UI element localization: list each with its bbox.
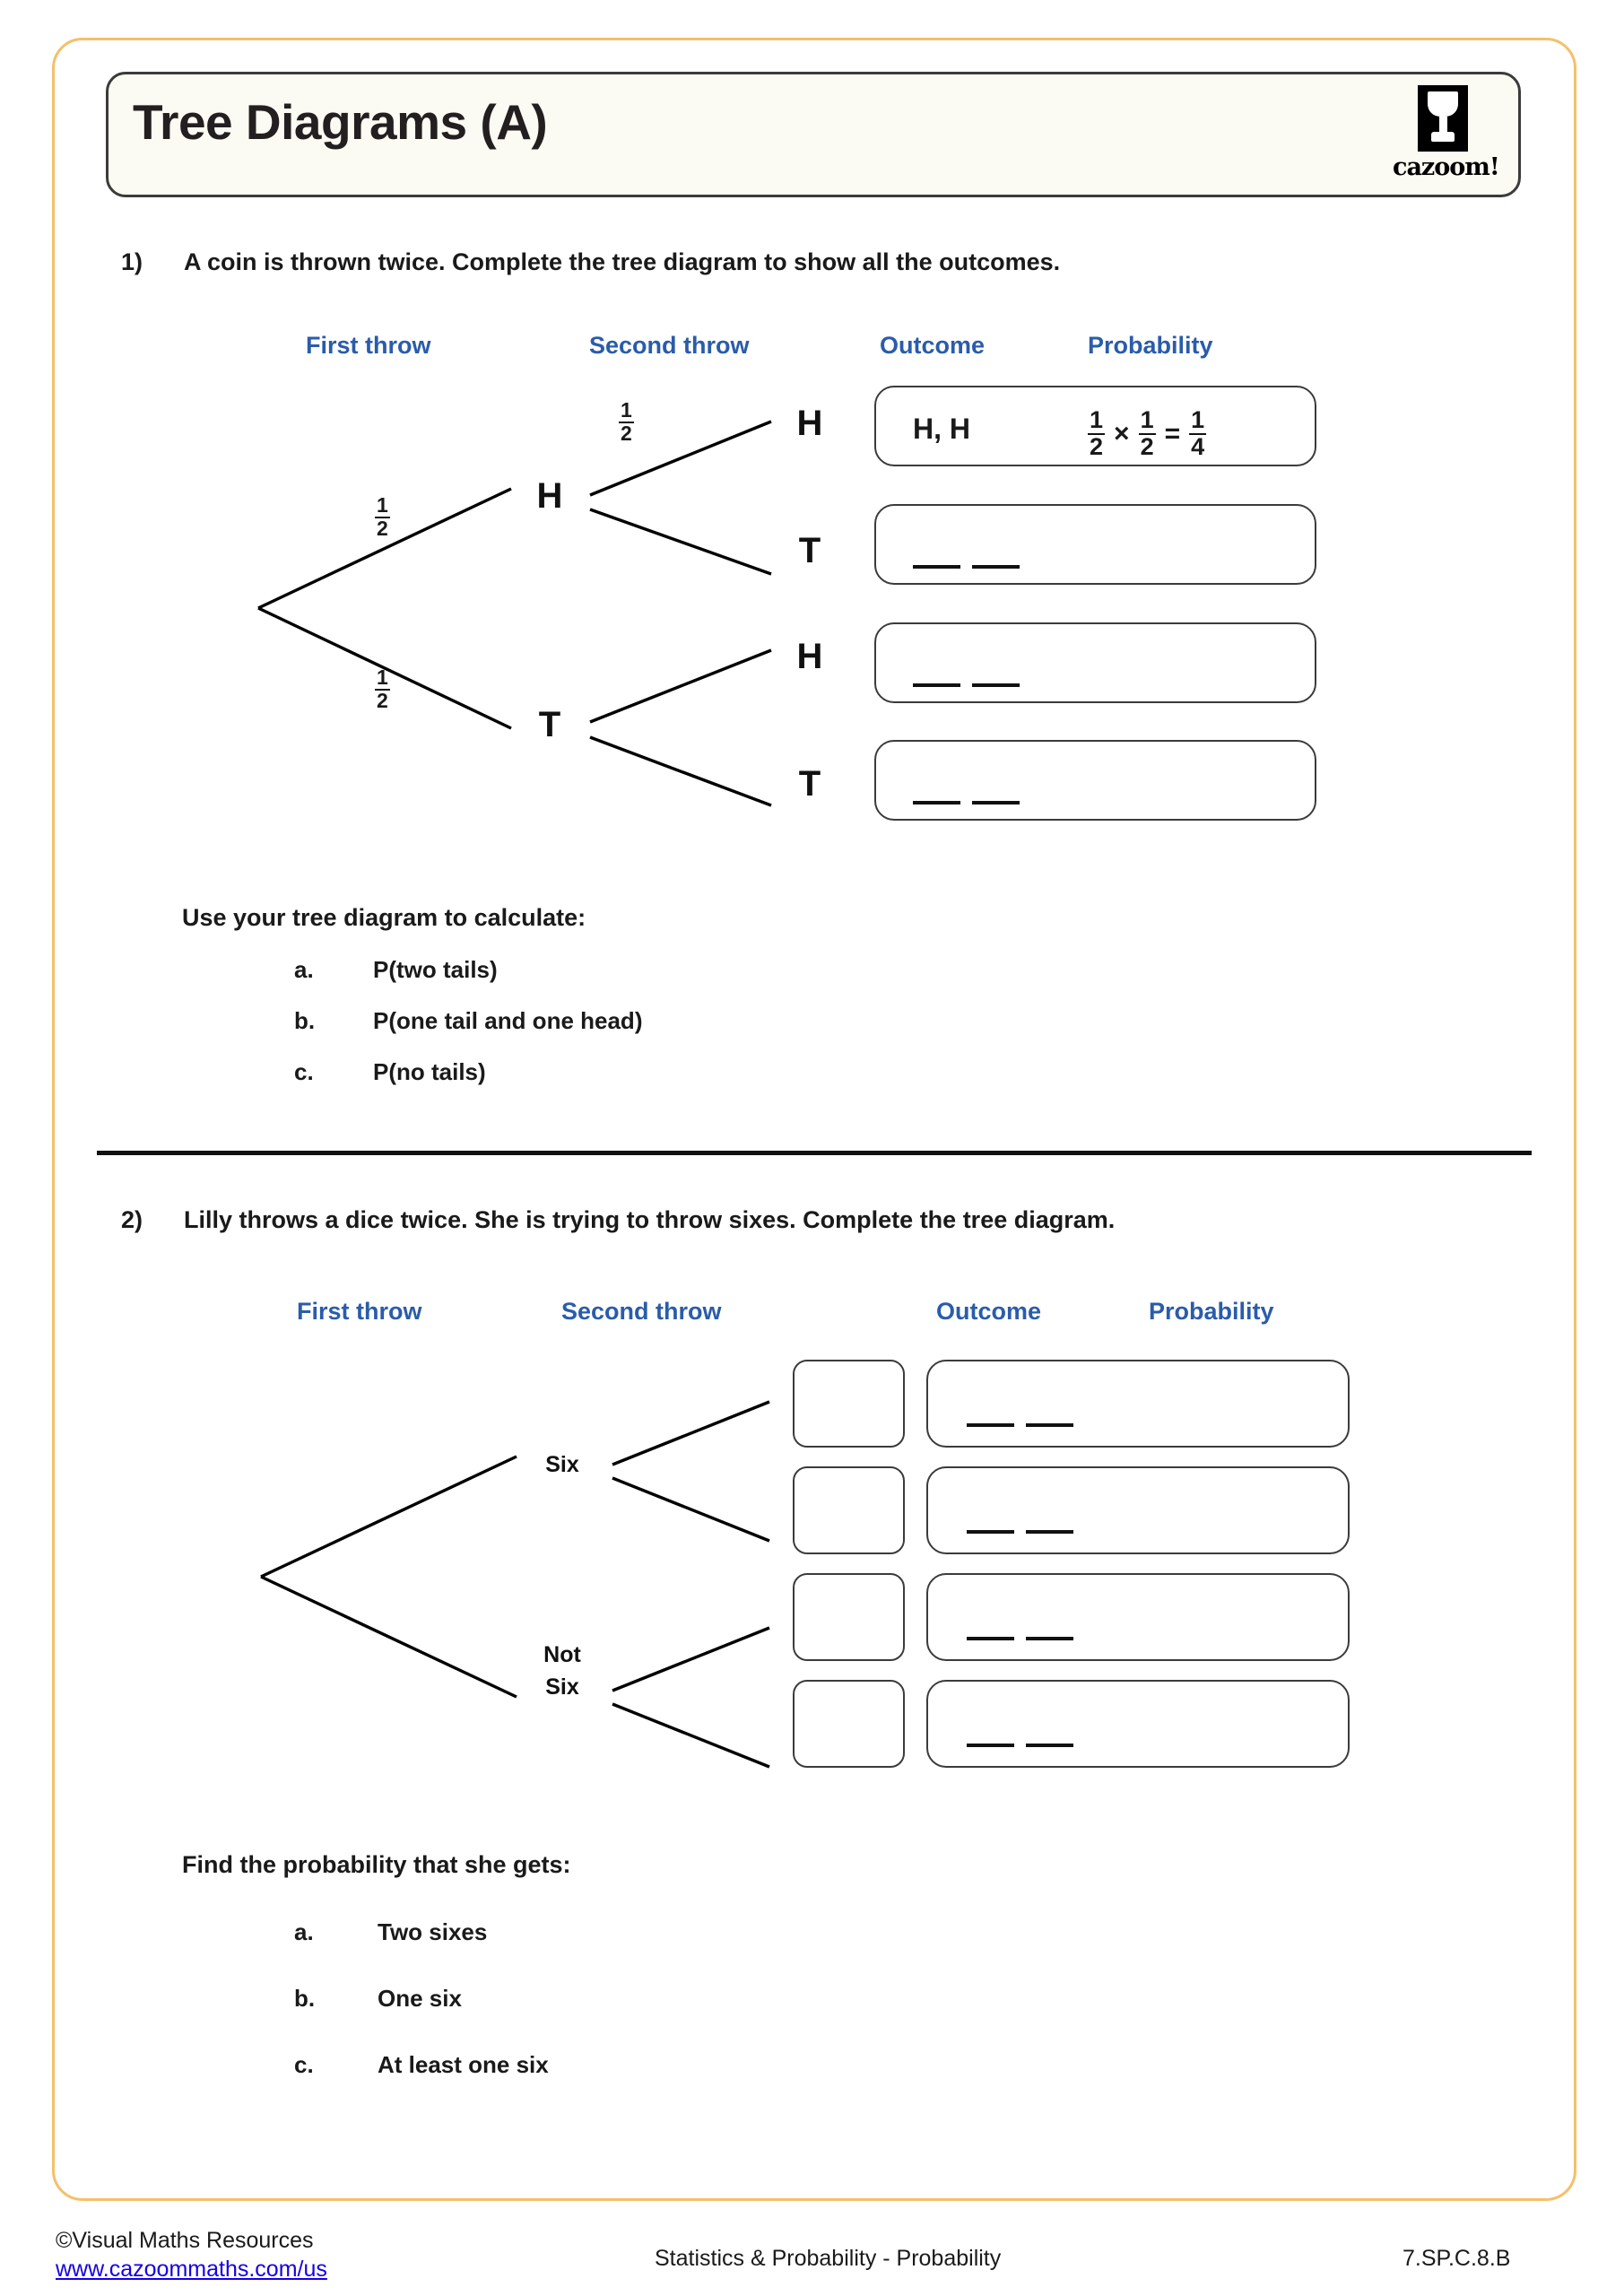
q2-part-a-text: Two sixes (378, 1918, 488, 1945)
q1-outcome-1: H, H (913, 413, 970, 445)
q2-column-outcome: Outcome (936, 1298, 1042, 1325)
q1-frac-den: 2 (375, 689, 390, 712)
calc-a-den: 2 (1088, 433, 1106, 460)
q1-node-second-t2: T (798, 764, 821, 804)
equals-symbol: = (1164, 418, 1181, 448)
q1-node-first-h: H (536, 476, 563, 516)
q1-probability-box-2[interactable] (874, 504, 1316, 585)
q1-node-second-t1: T (798, 531, 821, 570)
q1-part-c-text: P(no tails) (373, 1058, 486, 1085)
q1-node-second-h1: H (796, 404, 823, 443)
q2-answer-lines-1 (967, 1423, 1073, 1427)
q1-frac-num: 1 (621, 398, 632, 422)
q2-subhead: Find the probability that she gets: (182, 1851, 571, 1878)
q1-part-a-text: P(two tails) (373, 956, 498, 983)
q1-answer-lines-3 (913, 683, 1020, 687)
calc-b-den: 2 (1138, 433, 1156, 460)
q1-frac-den: 2 (619, 422, 634, 445)
page-title: Tree Diagrams (A) (133, 94, 548, 150)
calc-b-num: 1 (1140, 406, 1154, 433)
q1-frac-den: 2 (375, 517, 390, 540)
q2-probability-box-2[interactable] (926, 1466, 1350, 1554)
q2-probability-box-3[interactable] (926, 1573, 1350, 1661)
q1-answer-lines-4 (913, 801, 1020, 804)
q2-answer-lines-4 (967, 1744, 1073, 1747)
q1-probability-box-1[interactable] (874, 386, 1316, 466)
q2-answer-lines-3 (967, 1637, 1073, 1640)
q1-probability-box-3[interactable] (874, 622, 1316, 703)
footer-standard-code: 7.SP.C.8.B (1403, 2246, 1511, 2271)
q1-answer-lines-2 (913, 565, 1020, 569)
question-2-prompt: Lilly throws a dice twice. She is trying… (184, 1206, 1116, 1233)
q2-outcome-box-4[interactable] (793, 1680, 905, 1768)
q2-outcome-box-2[interactable] (793, 1466, 905, 1554)
q1-part-b-letter: b. (294, 1007, 316, 1034)
footer-topic: Statistics & Probability - Probability (655, 2246, 1002, 2271)
q2-answer-lines-2 (967, 1530, 1073, 1534)
q2-part-c-text: At least one six (378, 2051, 549, 2078)
q2-part-b-text: One six (378, 1985, 462, 2012)
q2-outcome-box-3[interactable] (793, 1573, 905, 1661)
footer-copyright: ©Visual Maths Resources (56, 2228, 314, 2253)
q1-subhead: Use your tree diagram to calculate: (182, 904, 586, 931)
q2-part-b-letter: b. (294, 1985, 316, 2012)
q2-node-first-notsix-line1: Not (543, 1642, 581, 1667)
question-2-number: 2) (121, 1206, 143, 1233)
q2-column-second-throw: Second throw (561, 1298, 722, 1325)
footer-left: ©Visual Maths Resources www.cazoommaths.… (56, 2226, 327, 2283)
q1-part-c-letter: c. (294, 1058, 314, 1085)
q2-part-c-letter: c. (294, 2051, 314, 2078)
q1-column-probability: Probability (1088, 332, 1213, 359)
q1-frac-num: 1 (377, 493, 388, 517)
q1-column-second-throw: Second throw (589, 332, 750, 359)
q2-probability-box-1[interactable] (926, 1360, 1350, 1448)
question-1-prompt: A coin is thrown twice. Complete the tre… (184, 248, 1061, 275)
calc-a-num: 1 (1090, 406, 1104, 433)
section-divider (97, 1151, 1532, 1155)
q1-probability-box-4[interactable] (874, 740, 1316, 821)
q1-column-first-throw: First throw (306, 332, 431, 359)
q1-frac-num: 1 (377, 665, 388, 689)
q2-node-first-notsix-line2: Six (545, 1674, 579, 1700)
logo-wordmark: cazoom! (1393, 153, 1500, 181)
calc-result-den: 4 (1189, 433, 1207, 460)
q1-part-a-letter: a. (294, 956, 314, 983)
multiply-symbol: × (1114, 418, 1130, 448)
footer-website-link[interactable]: www.cazoommaths.com/us (56, 2257, 327, 2282)
calc-result-num: 1 (1191, 406, 1205, 433)
q1-node-first-t: T (538, 705, 561, 744)
q2-part-a-letter: a. (294, 1918, 314, 1945)
q1-column-outcome: Outcome (880, 332, 986, 359)
q2-probability-box-4[interactable] (926, 1680, 1350, 1768)
q2-column-first-throw: First throw (297, 1298, 422, 1325)
q2-node-first-six: Six (545, 1452, 579, 1477)
goblet-icon (1418, 85, 1468, 152)
q1-part-b-text: P(one tail and one head) (373, 1007, 643, 1034)
q2-column-probability: Probability (1149, 1298, 1274, 1325)
header-banner (106, 72, 1521, 197)
question-1-number: 1) (121, 248, 143, 275)
page-border (52, 38, 1576, 2201)
q1-node-second-h2: H (796, 637, 823, 676)
cazoom-logo: cazoom! (1393, 85, 1500, 186)
q2-outcome-box-1[interactable] (793, 1360, 905, 1448)
